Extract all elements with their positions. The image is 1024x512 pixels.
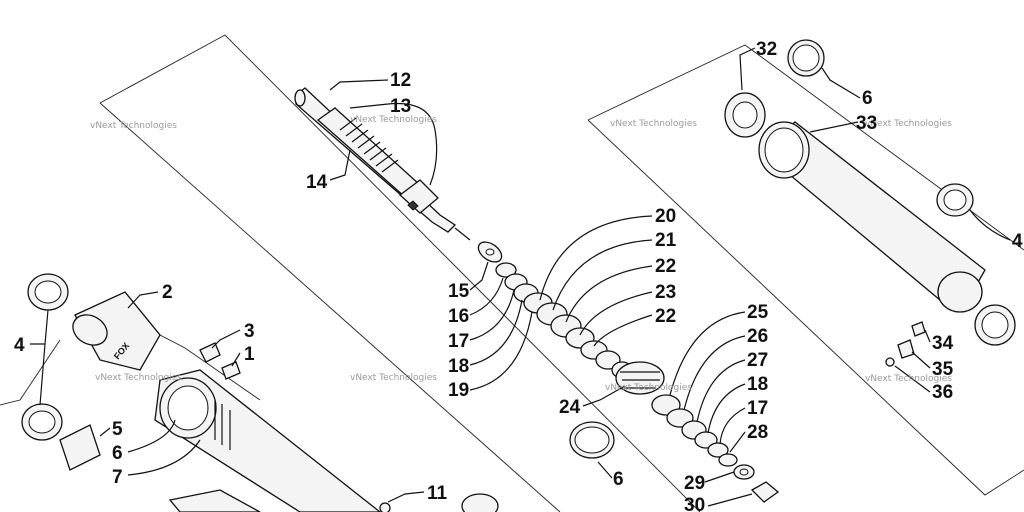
callout-6-right: 6 <box>862 88 873 109</box>
watermark-text: vNext Technologies <box>350 115 437 125</box>
callout-16: 16 <box>448 306 469 327</box>
callout-28: 28 <box>747 422 768 443</box>
watermark-text: vNext Technologies <box>95 373 182 383</box>
right-reservoir <box>724 39 1016 367</box>
callout-20: 20 <box>655 206 676 227</box>
callout-6-mid: 6 <box>613 469 624 490</box>
callout-26: 26 <box>747 326 768 347</box>
callout-4-right: 4 <box>1012 231 1023 252</box>
callout-34: 34 <box>932 333 954 354</box>
callout-17b: 17 <box>747 398 768 419</box>
callout-25: 25 <box>747 302 769 323</box>
watermark-text: vNext Technologies <box>865 119 952 129</box>
callout-labels: 12 13 14 2 3 1 4 5 6 7 11 20 21 22 23 22… <box>14 39 1023 512</box>
watermark-text: vNext Technologies <box>90 121 177 131</box>
callout-3: 3 <box>244 321 255 342</box>
watermark-text: vNext Technologies <box>605 383 692 393</box>
callout-21: 21 <box>655 230 677 251</box>
callout-1: 1 <box>244 344 255 365</box>
callout-15: 15 <box>448 281 470 302</box>
watermark-text: vNext Technologies <box>350 373 437 383</box>
callout-30: 30 <box>684 495 705 512</box>
lower-valving-stack <box>651 394 780 503</box>
callout-29: 29 <box>684 473 705 494</box>
callout-17a: 17 <box>448 331 469 352</box>
callout-22b: 22 <box>655 306 676 327</box>
callout-23: 23 <box>655 282 676 303</box>
callout-32: 32 <box>756 39 777 60</box>
callout-2: 2 <box>162 282 173 303</box>
callout-19: 19 <box>448 380 469 401</box>
watermarks: vNext Technologies vNext Technologies vN… <box>90 115 952 393</box>
callout-36: 36 <box>932 382 953 403</box>
callout-11: 11 <box>427 483 448 504</box>
callout-33: 33 <box>856 113 877 134</box>
callout-24: 24 <box>559 397 581 418</box>
piston-stack <box>477 241 633 379</box>
assembly-plane-outlines <box>0 34 1024 512</box>
callout-27: 27 <box>747 350 768 371</box>
callout-12: 12 <box>390 70 411 91</box>
callout-14: 14 <box>306 172 328 193</box>
callout-22a: 22 <box>655 256 676 277</box>
callout-18b: 18 <box>747 374 768 395</box>
shaft-assembly <box>294 87 471 241</box>
callout-13: 13 <box>390 96 411 117</box>
callout-18a: 18 <box>448 356 469 377</box>
left-shock-body <box>21 273 499 512</box>
callout-6-left: 6 <box>112 443 123 464</box>
watermark-text: vNext Technologies <box>610 119 697 129</box>
leader-lines <box>30 47 1011 507</box>
seal-ring-middle <box>569 421 615 459</box>
watermark-text: vNext Technologies <box>865 374 952 384</box>
callout-7: 7 <box>112 467 123 488</box>
callout-5: 5 <box>112 419 123 440</box>
piston-body <box>615 361 665 395</box>
callout-35: 35 <box>932 359 954 380</box>
callout-4-left: 4 <box>14 335 25 356</box>
